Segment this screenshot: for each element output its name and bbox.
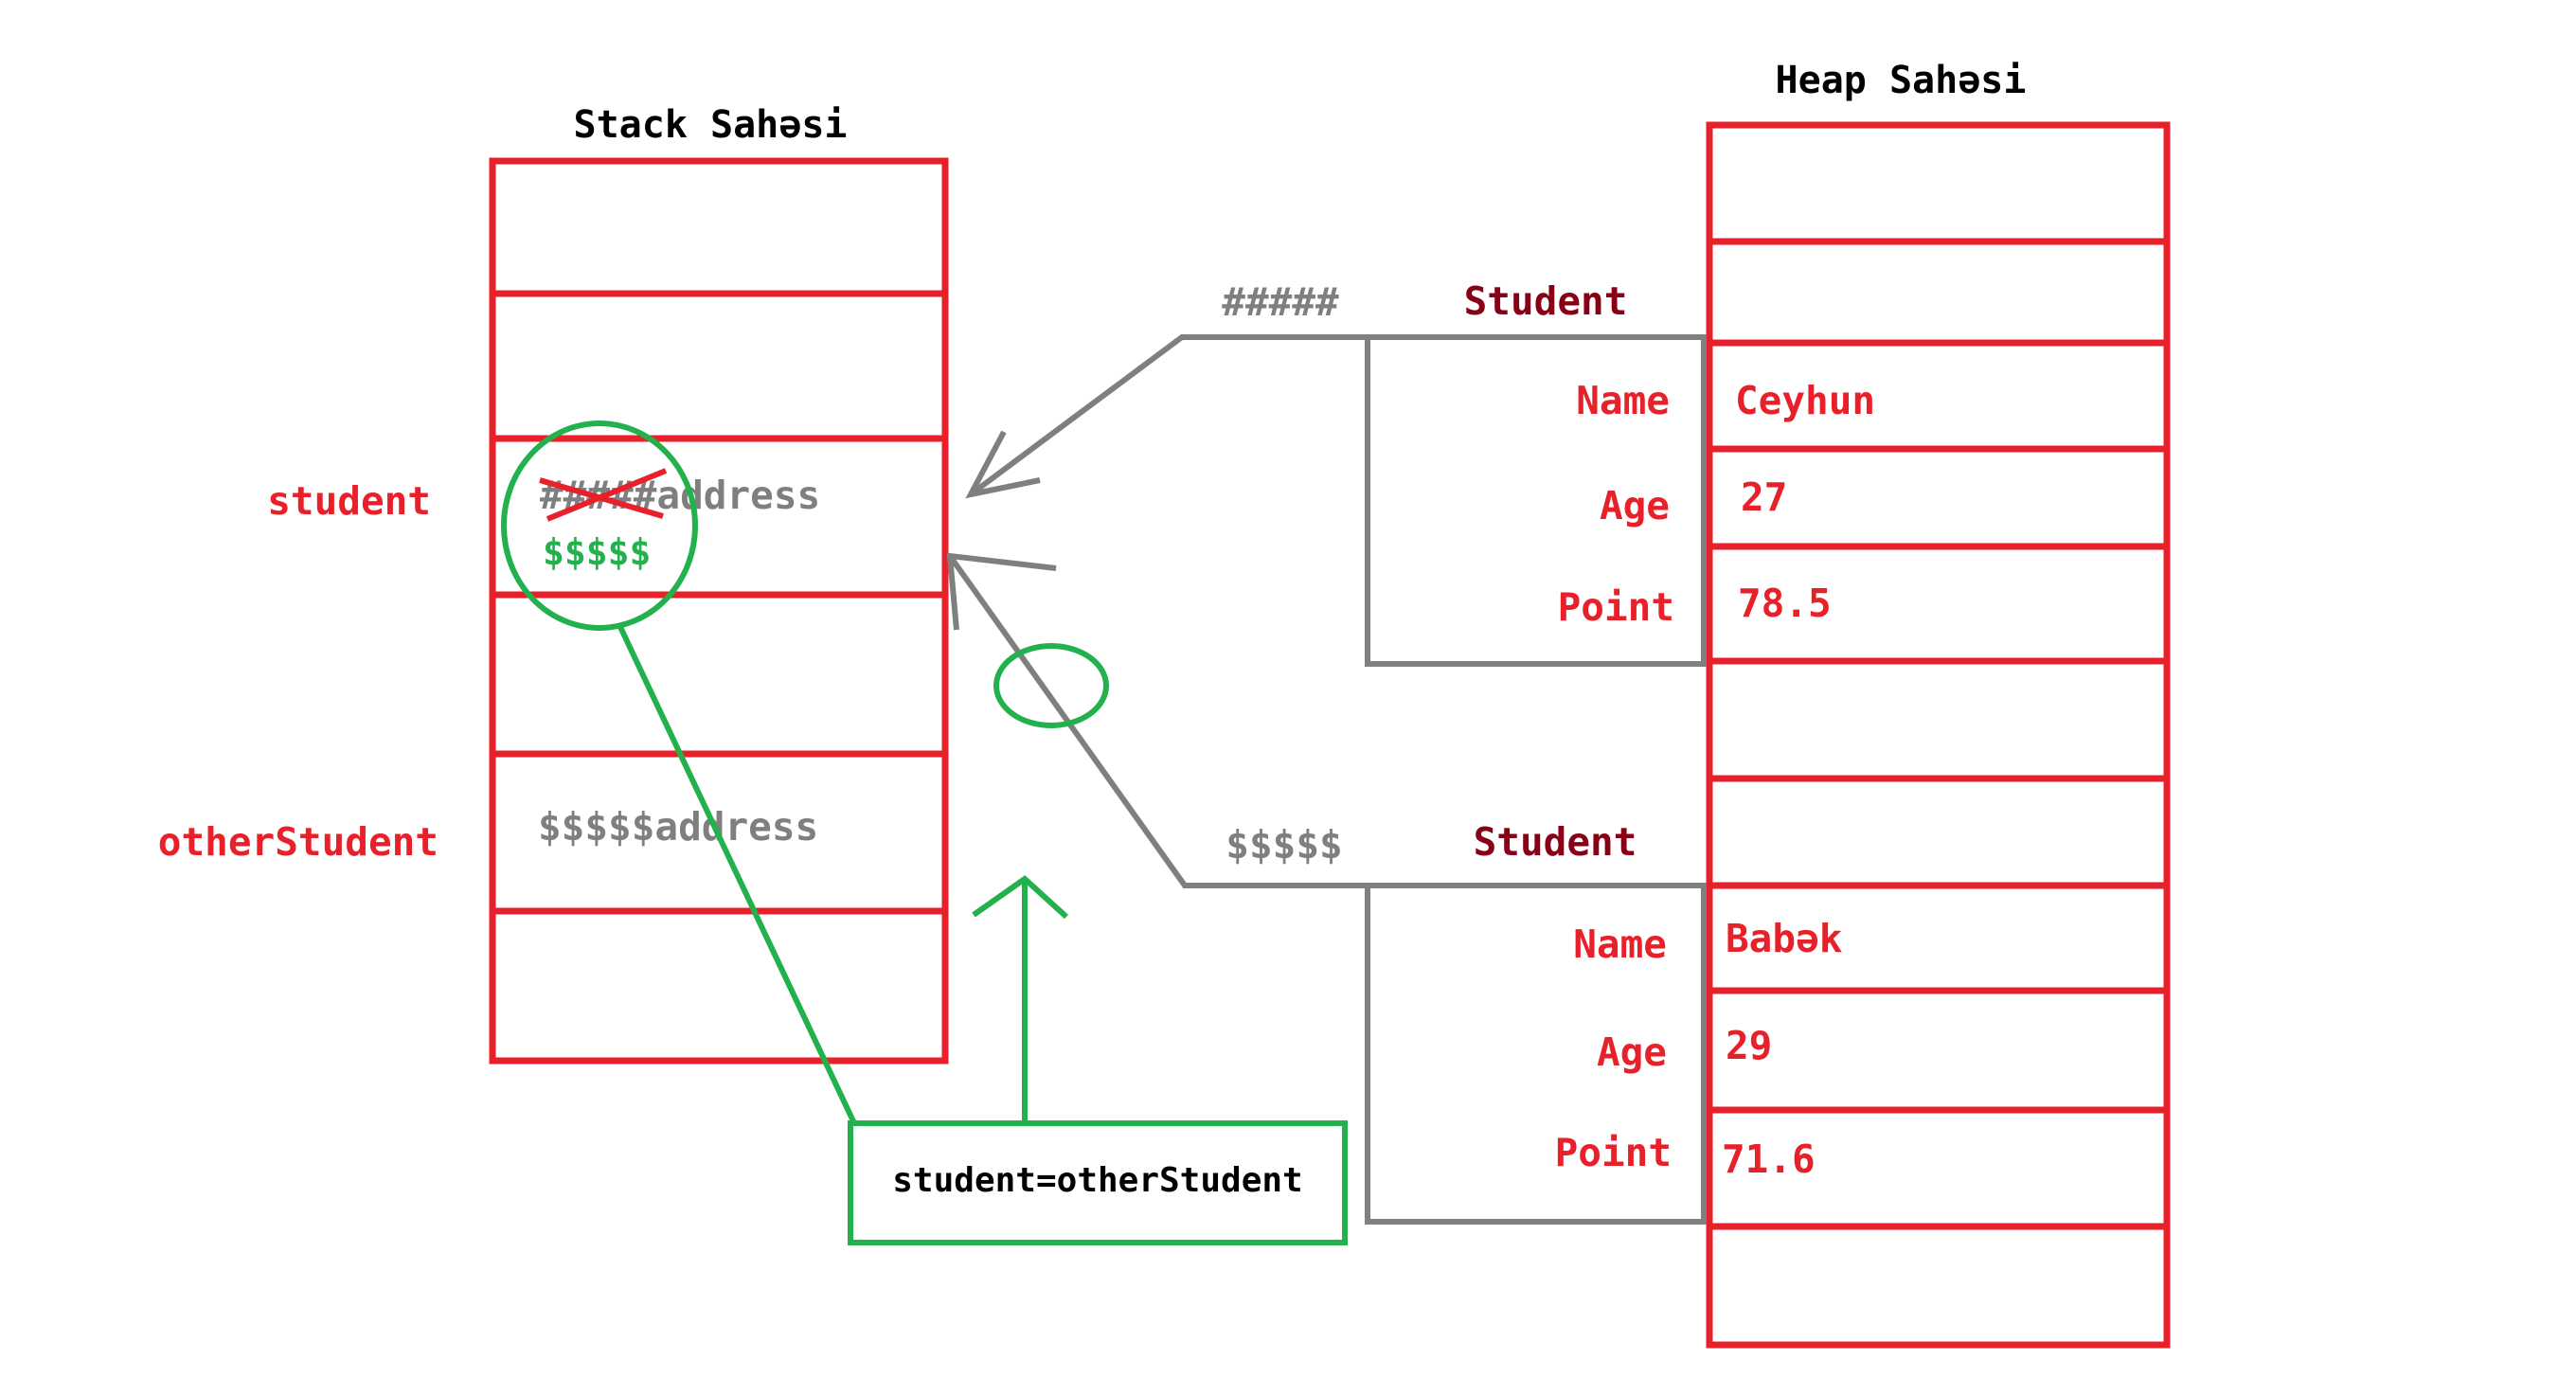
object-1-address: ##### — [1222, 279, 1339, 325]
assignment-code: student=otherStudent — [892, 1161, 1302, 1200]
object-2-field-name: Name — [1573, 922, 1667, 967]
up-arrow-icon — [972, 875, 1069, 1123]
highlight-circle — [501, 421, 698, 631]
stack-column — [489, 157, 949, 1065]
object-1-value-name: Ceyhun — [1735, 378, 1875, 423]
object-2-frame — [1365, 883, 1707, 1225]
object-1-field-point: Point — [1558, 584, 1674, 630]
heap-object-1: ##### Student Name Age Point Ceyhun 27 7… — [1222, 278, 1875, 667]
connector-line — [617, 625, 857, 1125]
object-2-value-age: 29 — [1726, 1023, 1772, 1068]
object-2-field-age: Age — [1597, 1029, 1667, 1075]
object-2-value-name: Babək — [1726, 916, 1842, 961]
object-1-type: Student — [1464, 278, 1628, 324]
assignment-box — [848, 1120, 1348, 1245]
object-2-value-point: 71.6 — [1722, 1136, 1816, 1182]
object-2-field-point: Point — [1555, 1130, 1672, 1175]
stack-title: Stack Sahəsi — [574, 103, 848, 147]
student-old-suffix: address — [656, 473, 820, 518]
reference-arrow-1 — [965, 334, 1368, 499]
student-new-address: $$$$$ — [543, 531, 651, 573]
heap-object-2: $$$$$ Student Name Age Point Babək 29 71… — [1225, 819, 1842, 1225]
other-student-variable-label: otherStudent — [158, 819, 438, 865]
object-1-field-name: Name — [1576, 378, 1670, 423]
heap-title: Heap Sahəsi — [1776, 59, 2027, 102]
strike-cross-icon — [539, 468, 668, 522]
student-variable-label: student — [267, 478, 431, 524]
heap-frame — [1706, 121, 2171, 1349]
object-1-value-point: 78.5 — [1738, 581, 1832, 626]
arrow-highlight-ellipse — [993, 643, 1109, 728]
object-2-address: $$$$$ — [1225, 822, 1342, 868]
reference-arrow-2 — [946, 552, 1368, 888]
other-student-address: $$$$$address — [538, 804, 818, 850]
object-1-frame — [1365, 334, 1707, 667]
heap-column — [1706, 121, 2171, 1349]
object-2-type: Student — [1474, 819, 1637, 865]
stack-frame — [489, 157, 949, 1065]
object-1-value-age: 27 — [1741, 474, 1787, 520]
object-1-field-age: Age — [1600, 483, 1670, 528]
